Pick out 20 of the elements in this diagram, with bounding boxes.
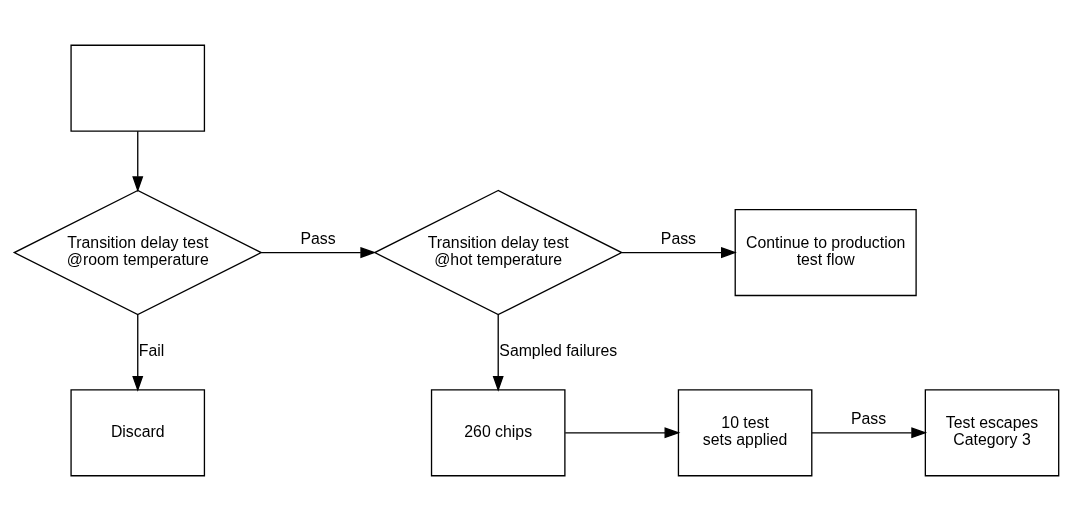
arrow: [492, 314, 504, 392]
arrow: [811, 427, 928, 439]
edge-label: Sampled failures: [499, 342, 618, 360]
edge-label: Pass: [660, 230, 697, 248]
arrow: [132, 130, 144, 193]
edge-label: Pass: [300, 230, 336, 248]
edge-label: Fail: [138, 342, 165, 360]
arrow: [132, 314, 144, 392]
arrow: [621, 247, 737, 259]
node-box: 260 chips: [430, 389, 566, 477]
node-box: 10 test sets applied: [677, 389, 813, 477]
node-box: Continue to production test flow: [734, 209, 917, 297]
node-box: Test escapes Category 3: [924, 389, 1060, 477]
node-box: Discard: [70, 389, 206, 477]
node-diamond: Transition delay test @room temperature: [12, 189, 263, 316]
edge-label: Pass: [850, 410, 887, 428]
arrow: [260, 247, 377, 259]
node-box: [70, 44, 206, 132]
arrow: [564, 427, 681, 439]
node-diamond: Transition delay test @hot temperature: [373, 189, 624, 316]
